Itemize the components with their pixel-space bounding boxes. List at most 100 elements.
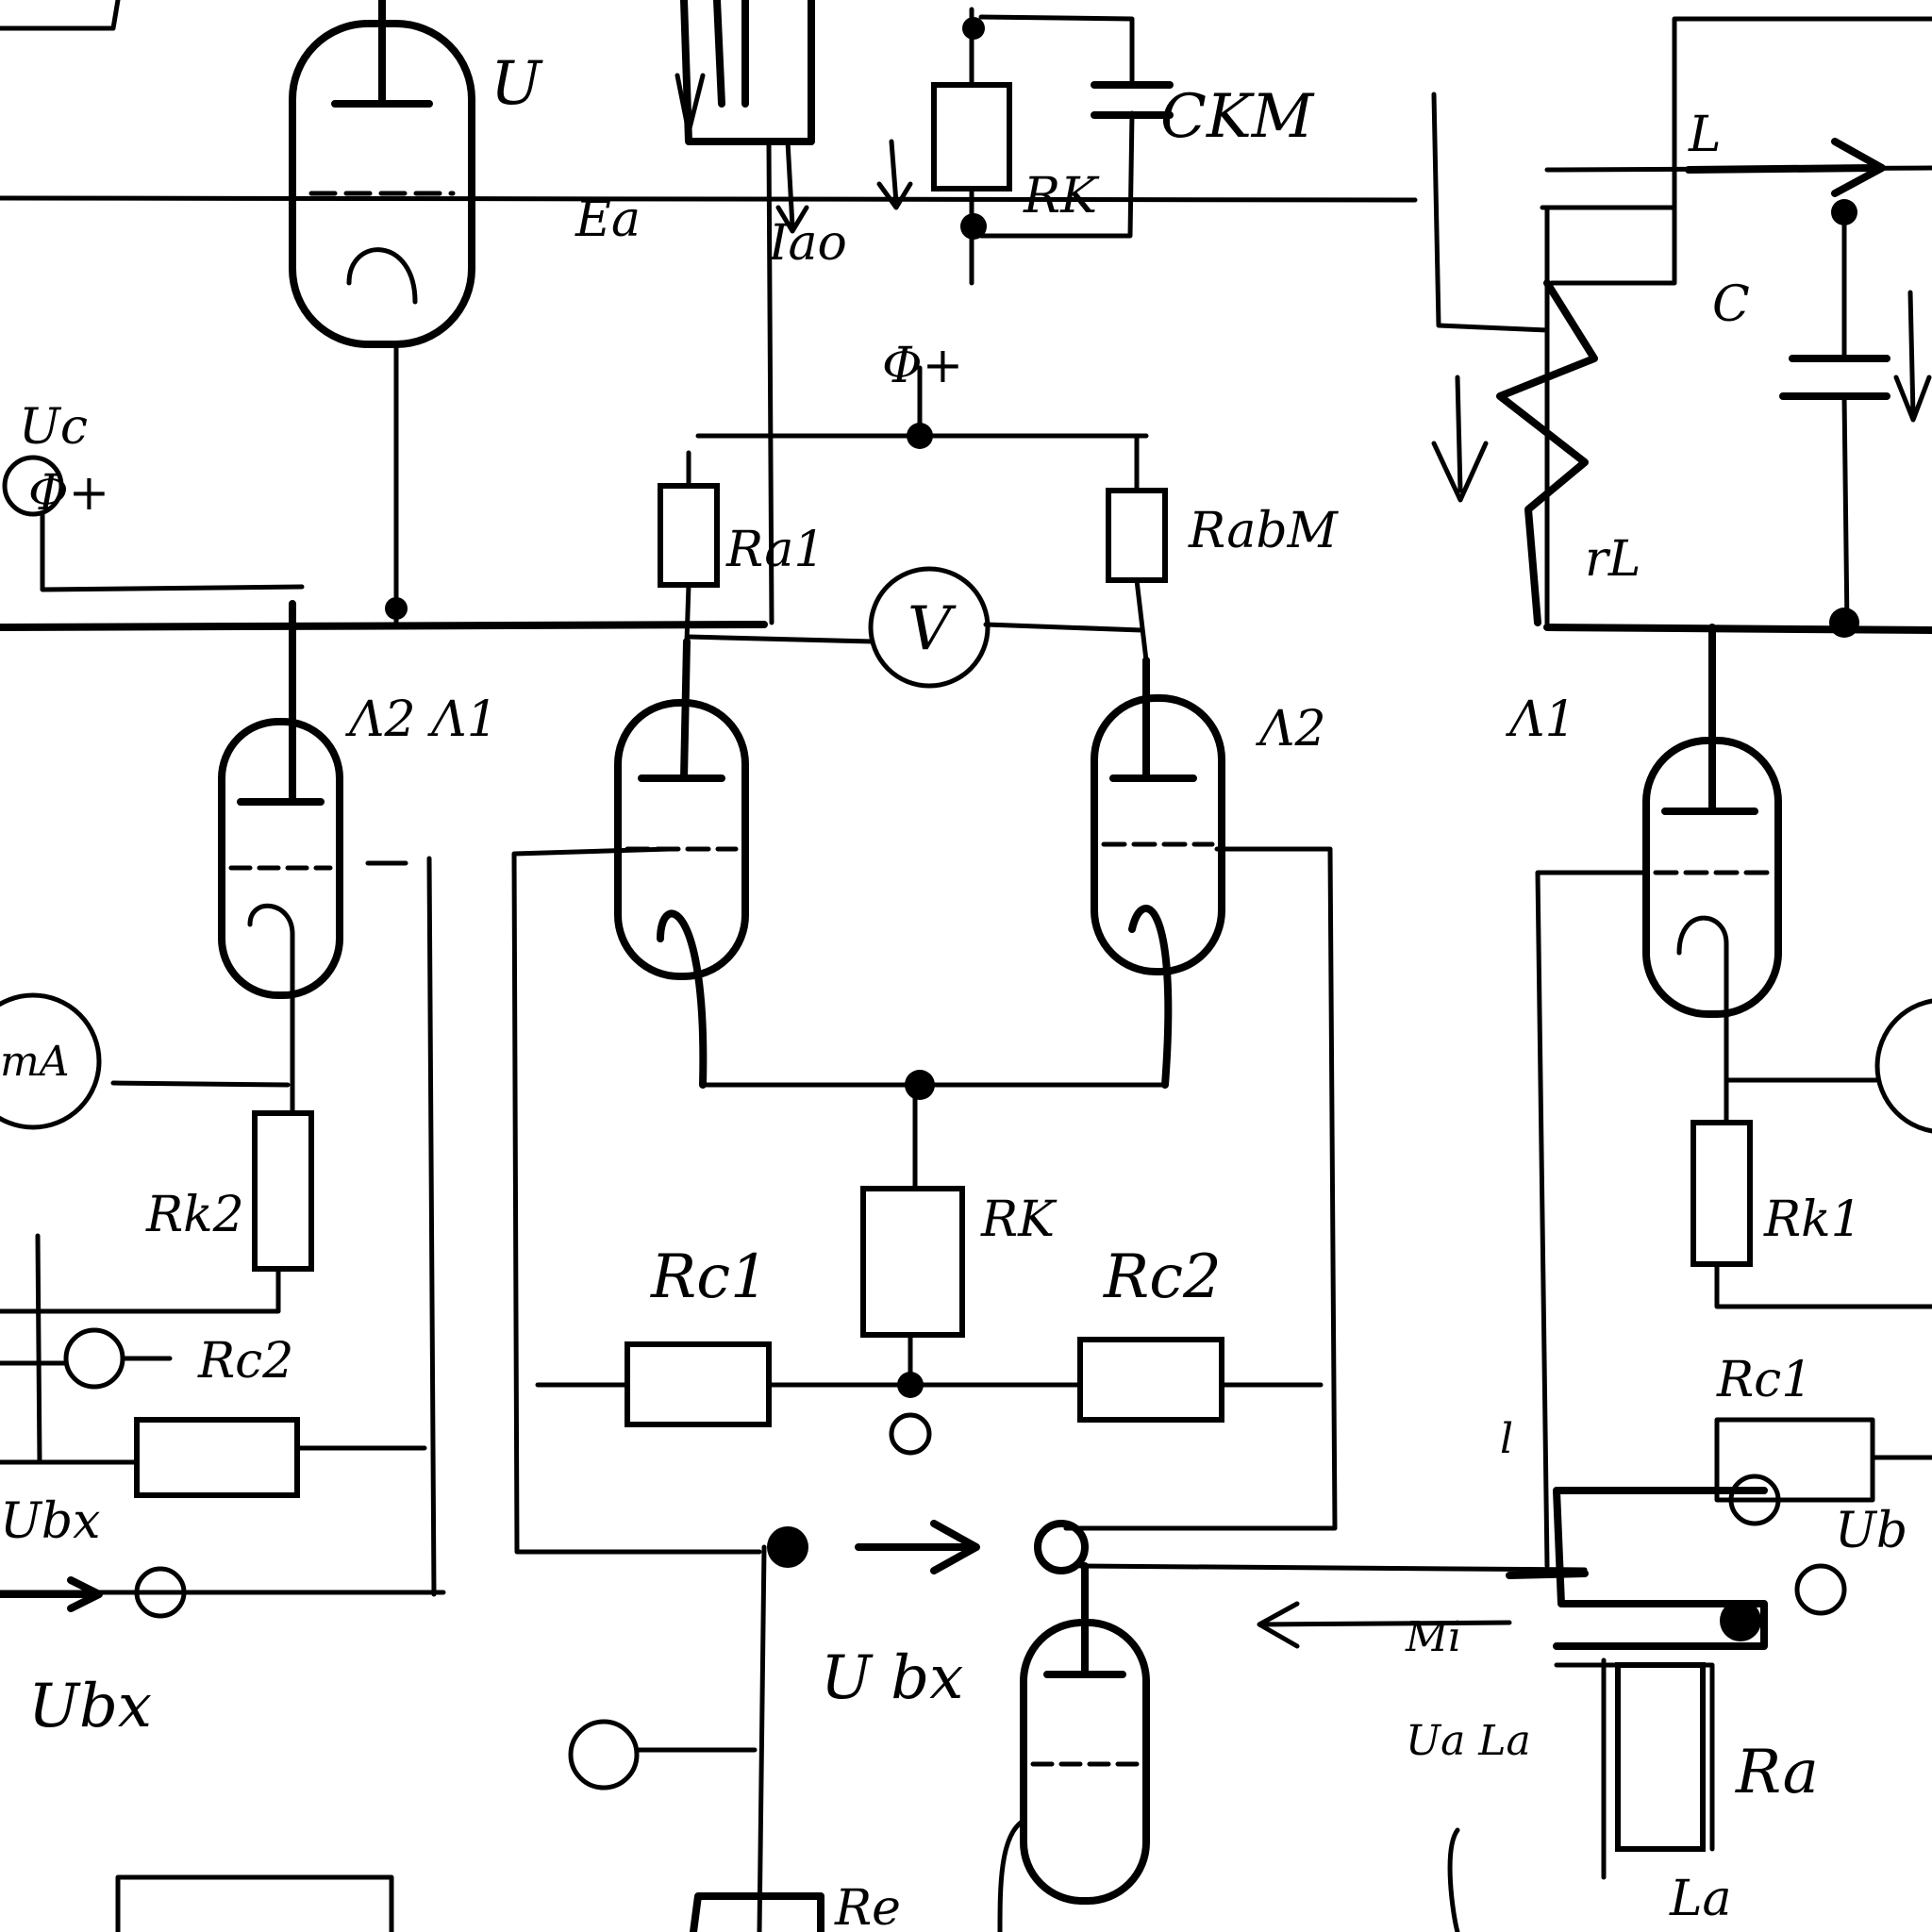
label-ma-left: mA — [0, 1038, 70, 1086]
label-l2-center: Λ2 — [1256, 701, 1326, 758]
input-arrow-icon — [855, 1520, 980, 1574]
label-ubx-left-top: Ubx — [0, 1493, 100, 1550]
junction-dot — [767, 1526, 808, 1568]
label-radm: RabM — [1188, 503, 1340, 559]
terminal-icon — [1794, 1563, 1847, 1616]
label-rc2-center: Rc2 — [1103, 1242, 1222, 1312]
left-vertical-wire — [35, 1233, 42, 1465]
ma-meter — [1874, 998, 1932, 1134]
inductor-frame — [1431, 16, 1932, 630]
rk-top-resistor — [931, 82, 1012, 192]
label-u-top: U — [491, 49, 543, 119]
arrow-down-icon — [1431, 375, 1489, 503]
rc2-left-resistor — [134, 1417, 300, 1498]
label-c-top: C — [1712, 276, 1750, 333]
rk1-resistor — [1690, 1120, 1753, 1267]
label-uc-left: Uc — [19, 399, 88, 456]
junction-dot — [1831, 199, 1857, 225]
top-source-block — [680, 0, 815, 145]
bottom-left-box — [115, 1874, 394, 1932]
label-rk-center: RK — [980, 1191, 1058, 1248]
terminal-icon — [1034, 1520, 1089, 1574]
label-mi-right: Mi — [1405, 1613, 1461, 1661]
label-iao: Iao — [768, 215, 847, 272]
junction-dot — [1829, 608, 1859, 638]
tube-plate — [331, 0, 433, 108]
label-phi-plus-left: Φ+ — [28, 465, 109, 522]
tube-cathode — [997, 1818, 1026, 1932]
tube-cathode — [247, 903, 295, 1116]
tube-cathode — [1128, 905, 1173, 1089]
tube-cathode — [1676, 915, 1729, 1130]
tube-cathode — [346, 247, 418, 305]
junction-dot — [960, 213, 987, 240]
label-rl: rL — [1585, 531, 1641, 588]
label-ckm: CKM — [1160, 82, 1315, 152]
radm-wire — [1134, 433, 1149, 663]
rc2-center-resistor — [1077, 1337, 1224, 1423]
voltmeter — [868, 566, 991, 689]
label-la-right: La — [1669, 1871, 1732, 1927]
label-phi-plus-top: Φ+ — [882, 338, 963, 394]
junction-dot — [385, 597, 408, 620]
rk-center-resistor — [860, 1186, 965, 1338]
label-ub-right: Ub — [1835, 1503, 1907, 1559]
junction-dot — [962, 17, 985, 40]
rl-resistor-zigzag — [1496, 279, 1598, 626]
input-arrow-icon — [0, 1576, 103, 1612]
label-ra1: Ra1 — [725, 522, 824, 578]
label-ubx-left: Ubx — [28, 1672, 152, 1741]
arrow-down-icon — [1893, 290, 1932, 423]
label-l-right: l — [1500, 1415, 1513, 1463]
rc1-center-resistor — [625, 1341, 772, 1427]
ma-wire — [110, 1080, 291, 1088]
terminal-icon — [889, 1412, 932, 1456]
junction-dot — [1720, 1600, 1761, 1641]
voltmeter-wires — [686, 622, 1144, 644]
tube-plate — [1043, 1562, 1126, 1678]
label-ea: Ea — [575, 192, 641, 248]
ra-wire — [1554, 1657, 1715, 1880]
label-re-bottom: Re — [834, 1880, 901, 1932]
wire-left-lower — [0, 1445, 427, 1465]
radm-resistor — [1106, 488, 1168, 583]
arrow-right-icon — [1685, 138, 1886, 197]
left-grid-wire — [365, 856, 437, 1597]
ma-meter — [0, 992, 102, 1130]
label-l1-right: Λ1 — [1506, 691, 1576, 748]
label-la-mid: Ua La — [1406, 1717, 1531, 1765]
tube-plate — [638, 638, 725, 782]
rc1-right-box — [1714, 1417, 1932, 1503]
vacuum-tube-center-right — [1091, 694, 1225, 975]
tube-plate — [1109, 657, 1197, 782]
arrow-down-icon — [675, 73, 706, 135]
label-rk1-right: Rk1 — [1763, 1191, 1862, 1248]
terminal-icon — [1728, 1474, 1781, 1526]
c-wire — [1841, 209, 1850, 630]
label-rc1-center: Rc1 — [650, 1242, 769, 1312]
c-capacitor — [1779, 355, 1890, 400]
ra1-resistor — [658, 483, 720, 588]
bus-right-arrow-icon — [1506, 1570, 1589, 1579]
rk2-wire — [0, 1266, 281, 1314]
uc-meter — [2, 455, 64, 517]
top-box-left — [0, 0, 121, 31]
label-rk-top: RK — [1023, 168, 1100, 225]
terminal-icon — [63, 1327, 125, 1390]
labels: U CKM RK Ea Iao Φ+ Uc Φ+ Ra1 RabM L C rL… — [0, 49, 1907, 1932]
rk2-resistor — [252, 1110, 314, 1272]
rk1-wire — [1714, 1261, 1932, 1309]
terminal-icon — [568, 1719, 640, 1790]
ra-right-resistor — [1615, 1662, 1706, 1852]
vacuum-tube-left — [218, 718, 343, 999]
label-ubx-center: U bx — [821, 1643, 963, 1713]
bus-top — [0, 195, 1418, 203]
right-lower-box — [1553, 1487, 1768, 1650]
arrow-down-icon — [876, 139, 913, 210]
label-rc2-left: Rc2 — [197, 1333, 293, 1390]
grid-loop-left — [511, 846, 762, 1555]
top-wire-ckm — [978, 14, 1135, 239]
uc-wire — [40, 511, 305, 592]
label-voltmeter: V — [908, 594, 957, 664]
